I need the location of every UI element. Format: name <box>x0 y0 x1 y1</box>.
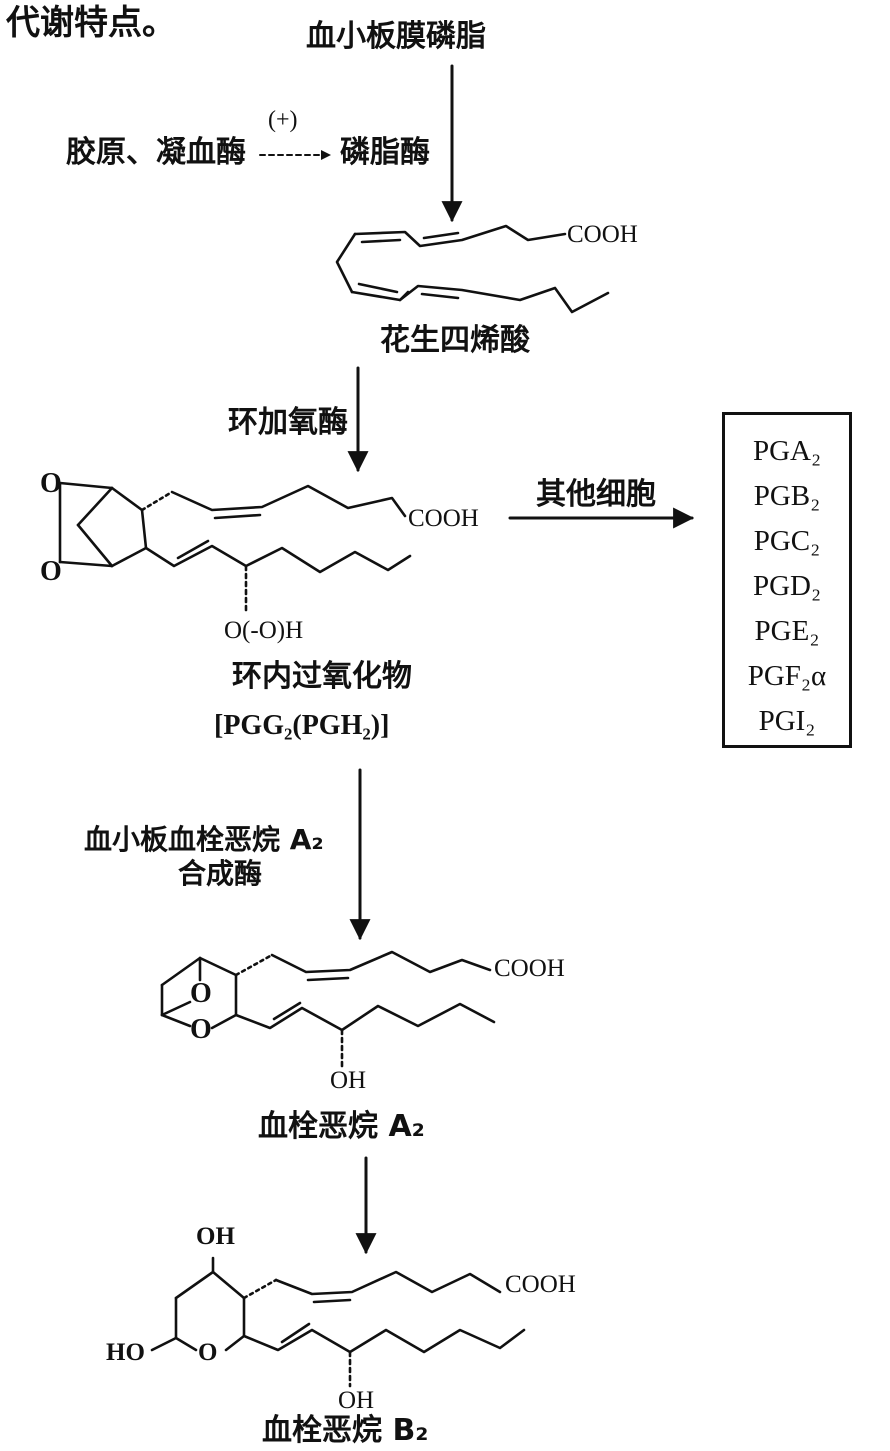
product-pgc2: PGC₂ <box>753 525 821 557</box>
txb2-label: 血栓恶烷 B₂ <box>262 1413 429 1448</box>
product-pgi2: PGI₂ <box>758 705 816 737</box>
txb2-ring-o: O <box>198 1339 218 1366</box>
endoperoxide-structure <box>58 481 412 614</box>
product-pgf2a: PGF₂α <box>747 660 827 692</box>
platelet-phospholipid-label: 血小板膜磷脂 <box>306 19 486 54</box>
product-pgb2: PGB₂ <box>753 480 821 512</box>
activation-sign: (+) <box>268 107 298 133</box>
endoperoxide-formula: [PGG₂(PGH₂)] <box>214 710 390 741</box>
txa2-oh: OH <box>330 1067 367 1094</box>
other-cells-label: 其他细胞 <box>536 477 656 512</box>
txa2-synthase-label-line2: 合成酶 <box>178 857 263 890</box>
product-pge2: PGE₂ <box>754 615 820 647</box>
heading-fragment: 代谢特点。 <box>6 3 176 43</box>
product-pgd2: PGD₂ <box>752 570 822 602</box>
endoperoxide-label: 环内过氧化物 <box>232 659 412 694</box>
arachidonic-cooh: COOH <box>567 221 638 248</box>
txa2-o-lower: O <box>190 1014 212 1045</box>
endoperoxide-o-lower: O <box>40 556 62 587</box>
txa2-structure <box>160 950 496 1070</box>
endoperoxide-o-upper: O <box>40 468 62 499</box>
txb2-structure <box>150 1256 526 1388</box>
txb2-oh-top: OH <box>196 1223 235 1250</box>
phospholipase-label: 磷脂酶 <box>340 135 430 170</box>
arachidonic-acid-structure <box>335 224 610 314</box>
txb2-ho: HO <box>106 1339 145 1366</box>
txa2-synthase-label-line1: 血小板血栓恶烷 A₂ <box>84 823 324 856</box>
txb2-cooh: COOH <box>505 1271 576 1298</box>
prostaglandin-products-box: PGA₂ PGB₂ PGC₂ PGD₂ PGE₂ PGF₂α PGI₂ <box>722 412 852 748</box>
arachidonic-acid-label: 花生四烯酸 <box>380 323 530 358</box>
txa2-cooh: COOH <box>494 955 565 982</box>
txb2-oh-side: OH <box>338 1387 375 1414</box>
cyclooxygenase-label: 环加氧酶 <box>228 405 348 440</box>
endoperoxide-cooh: COOH <box>408 505 479 532</box>
txa2-o-upper: O <box>190 978 212 1009</box>
txa2-label: 血栓恶烷 A₂ <box>258 1109 425 1144</box>
activators-label: 胶原、凝血酶 <box>66 135 246 170</box>
product-pga2: PGA₂ <box>752 435 822 467</box>
endoperoxide-ooh: O(-O)H <box>224 617 304 644</box>
